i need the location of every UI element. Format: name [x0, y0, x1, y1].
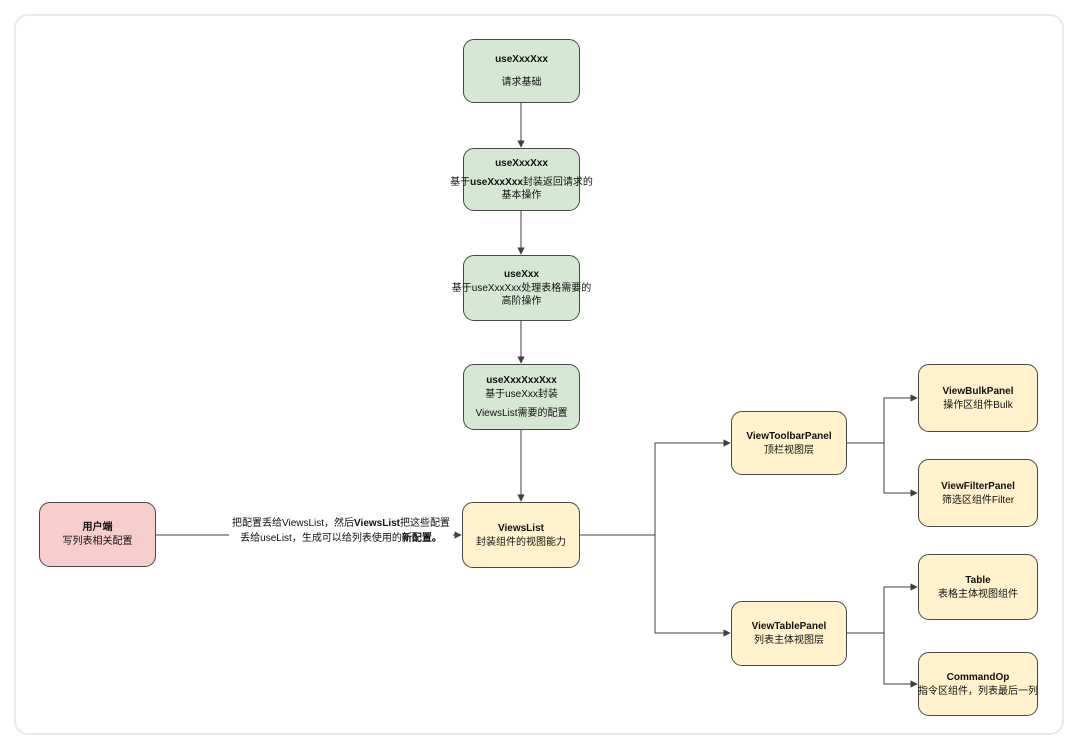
node-body-line: 操作区组件Bulk — [943, 399, 1013, 411]
edge-label-line: 把配置丢给ViewsList，然后ViewsList把这些配置 — [231, 518, 451, 529]
edge-viewslist-toolbar — [654, 439, 731, 535]
node-body-line: 筛选区组件Filter — [941, 494, 1015, 506]
node-use-table-ops[interactable]: useXxx 基于useXxxXxx处理表格需要的 高阶操作 — [452, 255, 591, 321]
node-body-line: 列表主体视图层 — [754, 635, 824, 646]
node-client[interactable]: 用户端 写列表相关配置 — [39, 502, 156, 567]
node-viewslist[interactable]: ViewsList 封装组件的视图能力 — [462, 502, 580, 568]
edge-toolbar-filter — [883, 443, 918, 497]
node-body-line: 顶栏视图层 — [764, 444, 814, 456]
edge-tablepanel-command — [883, 633, 918, 688]
node-body-line: 基于useXxxXxx处理表格需要的 — [451, 283, 592, 294]
node-body-line: 基于useXxxXxx封装返回请求的 — [450, 177, 593, 188]
node-title: ViewFilterPanel — [941, 480, 1015, 492]
node-title: useXxxXxx — [495, 158, 548, 169]
node-title: ViewTablePanel — [751, 621, 827, 632]
node-title: 用户端 — [82, 522, 113, 533]
node-body-line: 请求基础 — [501, 77, 542, 88]
node-table[interactable]: Table 表格主体视图组件 — [918, 554, 1038, 620]
node-body-line: 表格主体视图组件 — [938, 588, 1018, 600]
node-use-request-ops[interactable]: useXxxXxx 基于useXxxXxx封装返回请求的 基本操作 — [450, 148, 593, 211]
node-view-toolbar-panel[interactable]: ViewToolbarPanel 顶栏视图层 — [731, 411, 847, 475]
node-body-line: 基于useXxx封装 — [485, 389, 558, 400]
edge-viewslist-tablepanel — [654, 535, 731, 637]
node-view-filter-panel[interactable]: ViewFilterPanel 筛选区组件Filter — [918, 459, 1038, 527]
node-title: ViewBulkPanel — [942, 385, 1014, 397]
node-title: ViewsList — [498, 522, 544, 534]
edge-label-line: 丢给useList，生成可以给列表使用的新配置。 — [240, 533, 442, 544]
node-body-line: 基本操作 — [501, 190, 542, 201]
node-use-request-base[interactable]: useXxxXxx 请求基础 — [463, 39, 580, 103]
node-use-viewslist-config[interactable]: useXxxXxxXxx 基于useXxx封装 ViewsList需要的配置 — [463, 364, 580, 430]
edge-tablepanel-table — [883, 583, 918, 633]
node-title: Table — [965, 574, 991, 586]
node-title: ViewToolbarPanel — [746, 430, 832, 442]
node-view-table-panel[interactable]: ViewTablePanel 列表主体视图层 — [731, 601, 847, 666]
node-title: useXxxXxx — [495, 54, 548, 65]
node-body-line: ViewsList需要的配置 — [475, 408, 568, 419]
edge-toolbar-bulk — [883, 394, 918, 443]
node-body-line: 封装组件的视图能力 — [476, 536, 566, 548]
node-body-line: 指令区组件，列表最后一列 — [918, 685, 1038, 697]
node-body-line: 写列表相关配置 — [62, 536, 133, 547]
edge-label-client-viewslist: 把配置丢给ViewsList，然后ViewsList把这些配置 丢给useLis… — [228, 516, 454, 546]
node-view-bulk-panel[interactable]: ViewBulkPanel 操作区组件Bulk — [918, 364, 1038, 432]
node-title: useXxxXxxXxx — [486, 375, 557, 386]
node-command-op[interactable]: CommandOp 指令区组件，列表最后一列 — [918, 652, 1038, 716]
node-body-line: 高阶操作 — [501, 296, 542, 307]
node-title: CommandOp — [946, 671, 1010, 683]
node-title: useXxx — [503, 269, 540, 280]
